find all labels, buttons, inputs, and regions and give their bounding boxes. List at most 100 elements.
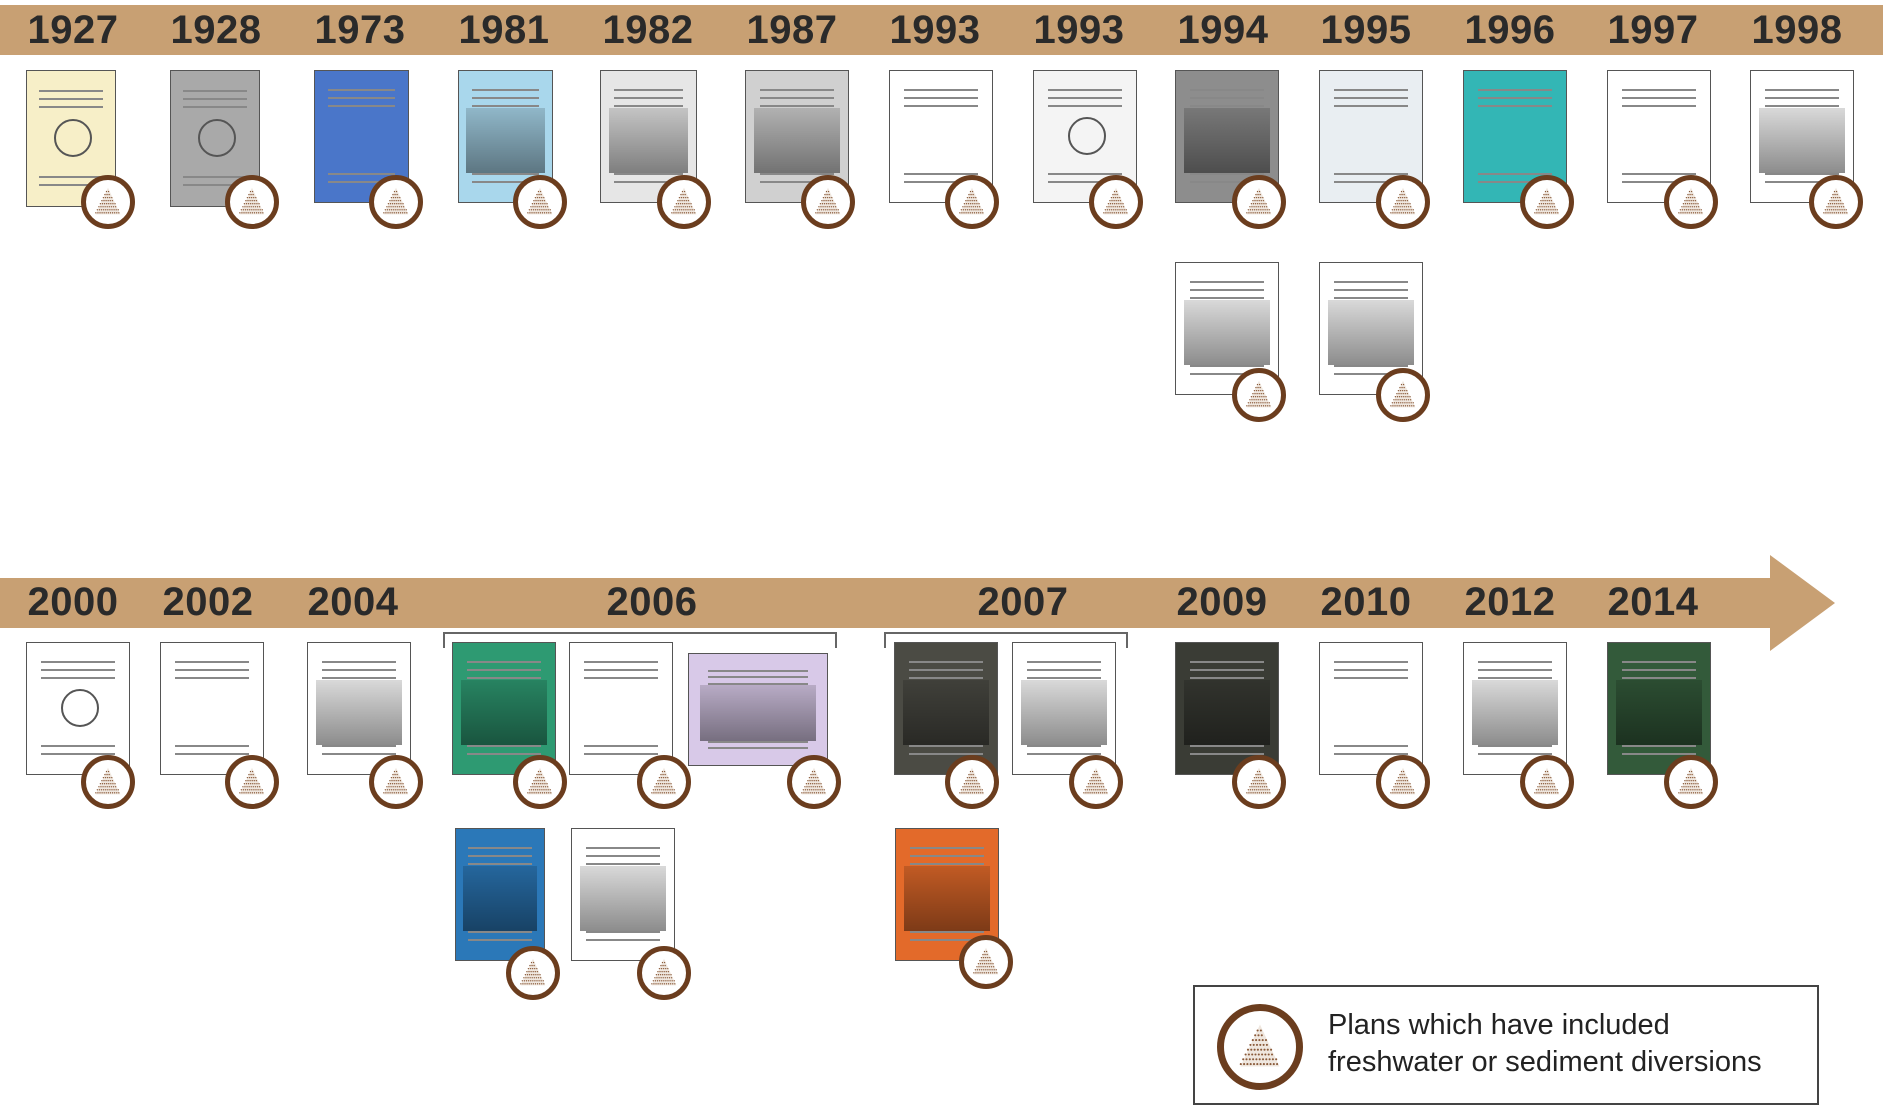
cover-text-line [328,173,395,176]
diversion-plan-badge [81,755,135,809]
cover-text-line [909,745,983,748]
diversion-plan-badge [225,755,279,809]
cover-text-line [708,669,808,672]
cover-text-line [322,661,396,664]
diversion-plan-badge [1809,175,1863,229]
timeline-band-top [0,5,1883,55]
cover-text-line [183,184,247,187]
cover-text-line [904,105,978,108]
cover-seal [198,118,236,157]
diversion-plan-badge [1376,755,1430,809]
cover-text-line [41,669,115,672]
diversion-plan-badge-icon [1823,187,1849,215]
plan-document-cover [1607,642,1711,775]
diversion-plan-badge-icon [383,187,409,215]
cover-text-line [1334,745,1408,748]
cover-text-line [183,98,247,100]
diversion-plan-badge-icon [1246,187,1272,215]
cover-text-line [175,745,249,748]
cover-text-line [39,98,103,100]
cover-text-line [41,745,115,748]
cover-text-line [1334,669,1408,672]
cover-text-line [39,176,103,179]
cover-text-line [183,89,247,92]
diversion-plan-badge-icon [95,187,121,215]
cover-text-line [910,847,984,850]
year-group-bracket-2007 [884,632,1128,648]
year-label: 1973 [314,8,406,52]
cover-text-line [1622,669,1696,672]
cover-text-line [41,661,115,664]
cover-text-line [1334,297,1408,300]
cover-text-line [708,676,808,679]
cover-text-line [910,863,984,866]
cover-photo [1021,679,1107,746]
diversion-plan-badge [1376,368,1430,422]
cover-text-line [322,745,396,748]
year-label: 1928 [170,8,262,52]
diversion-plan-badge [1376,175,1430,229]
diversion-plan-badge-icon [1239,1024,1280,1067]
diversion-plan-badge-icon [1678,187,1704,215]
diversion-plan-badge-icon [239,187,265,215]
legend: Plans which have included freshwater or … [1193,985,1819,1105]
cover-text-line [467,661,541,664]
diversion-plan-badge [225,175,279,229]
plan-document-cover [26,642,130,775]
cover-photo [903,679,989,746]
cover-text-line [614,89,683,92]
cover-text-line [1765,173,1839,176]
diversion-plan-badge-icon [520,958,546,986]
cover-text-line [586,939,660,942]
cover-text-line [1190,373,1264,376]
diversion-plan-badge-icon [383,767,409,795]
diversion-plan-badge [369,755,423,809]
plan-document-cover [895,828,999,961]
cover-text-line [584,753,658,756]
year-label: 2014 [1607,580,1699,624]
plan-document-cover [452,642,556,775]
cover-text-line [1190,105,1264,108]
diversion-plan-badge [1232,368,1286,422]
diversion-plan-badge [1520,755,1574,809]
cover-text-line [1190,365,1264,368]
cover-text-line [1190,97,1264,100]
cover-text-line [1334,365,1408,368]
cover-text-line [1765,89,1839,92]
year-label: 2009 [1176,580,1268,624]
cover-text-line [328,105,395,108]
cover-text-line [1334,105,1408,108]
cover-text-line [1478,753,1552,756]
diversion-plan-badge [1089,175,1143,229]
cover-text-line [586,847,660,850]
year-label: 1987 [746,8,838,52]
cover-photo [316,679,402,746]
diversion-plan-badge-icon [1083,767,1109,795]
diversion-plan-badge [513,755,567,809]
cover-photo [580,865,666,932]
diversion-plan-badge-icon [1390,767,1416,795]
legend-badge [1217,1004,1303,1090]
diversion-plan-badge [1069,755,1123,809]
year-label: 2004 [307,580,399,624]
diversion-plan-badge-icon [527,767,553,795]
cover-text-line [39,184,103,187]
cover-text-line [1190,753,1264,756]
cover-text-line [584,745,658,748]
cover-text-line [1048,181,1122,184]
cover-text-line [708,740,808,743]
cover-photo [904,865,990,932]
diversion-plan-badge-icon [1390,380,1416,408]
cover-photo [1328,299,1414,366]
year-label: 1996 [1464,8,1556,52]
diversion-plan-badge-icon [1246,380,1272,408]
year-label: 1997 [1607,8,1699,52]
diversion-plan-badge-icon [1103,187,1129,215]
cover-text-line [1190,173,1264,176]
diversion-plan-badge [787,755,841,809]
cover-seal [54,118,92,157]
cover-text-line [183,106,247,109]
diversion-plan-badge-icon [1390,187,1416,215]
cover-text-line [1622,745,1696,748]
cover-photo [700,685,816,741]
